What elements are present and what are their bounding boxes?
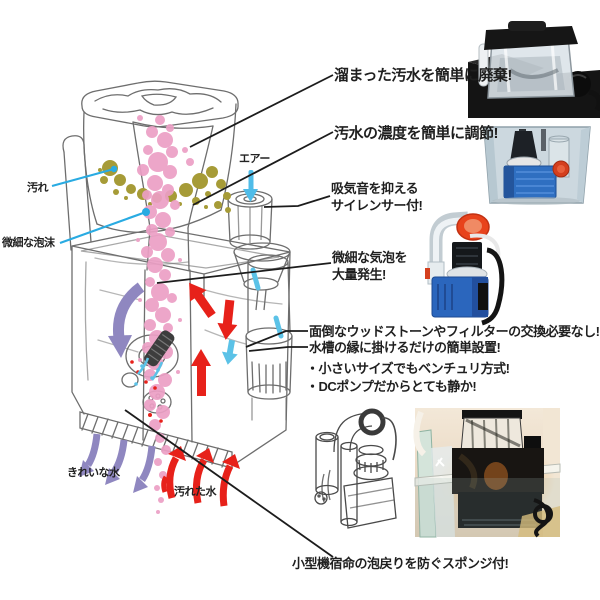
- label-dirty-water: 汚れた水: [174, 486, 217, 498]
- skimmer-outline: [62, 80, 293, 469]
- leader-lines: [124, 74, 334, 558]
- label-fine-foam: 微細な泡沫: [2, 237, 55, 249]
- callout-no-woodstone: 面倒なウッドストーンやフィルターの交換必要なし!: [309, 324, 600, 339]
- callout-fine-bubbles-line1: 微細な気泡を: [332, 250, 408, 265]
- callout-drain-waste: 溜まった汚水を簡単に廃棄!: [334, 67, 512, 84]
- callout-venturi: ・小さいサイズでもベンチュリ方式!: [306, 361, 510, 376]
- red-flow-arrows: [161, 282, 240, 507]
- callout-easy-setup: 水槽の縁に掛けるだけの簡単設置!: [309, 340, 501, 355]
- callout-silencer-line1: 吸気音を抑える: [331, 181, 419, 196]
- photo-venturi-pump: [425, 211, 505, 326]
- callout-fine-bubbles: 微細な気泡を 大量発生!: [332, 250, 408, 284]
- label-air: エアー: [239, 153, 270, 165]
- photo-adjust-container: [483, 126, 591, 205]
- callout-adjust-concentration: 汚水の濃度を簡単に調節!: [334, 125, 499, 142]
- label-clean-water: きれいな水: [67, 467, 120, 479]
- impeller-detail: [130, 330, 175, 423]
- callout-fine-bubbles-line2: 大量発生!: [332, 266, 386, 282]
- photo-collection-cup: [468, 21, 600, 118]
- cyan-leader-lines: [51, 165, 150, 245]
- label-dirt: 汚れ: [27, 182, 49, 194]
- photo-tank-mounted: [413, 408, 561, 538]
- callout-silencer: 吸気音を抑える サイレンサー付!: [331, 181, 423, 215]
- callout-silencer-line2: サイレンサー付!: [331, 197, 423, 213]
- purple-flow-arrows: [79, 282, 156, 493]
- pump-assembly-drawing: [314, 408, 397, 529]
- callout-dc-pump: ・DCポンプだからとても静か!: [306, 379, 477, 394]
- foam-bubbles: [136, 115, 194, 514]
- callout-sponge: 小型機宿命の泡戻りを防ぐスポンジ付!: [292, 556, 509, 571]
